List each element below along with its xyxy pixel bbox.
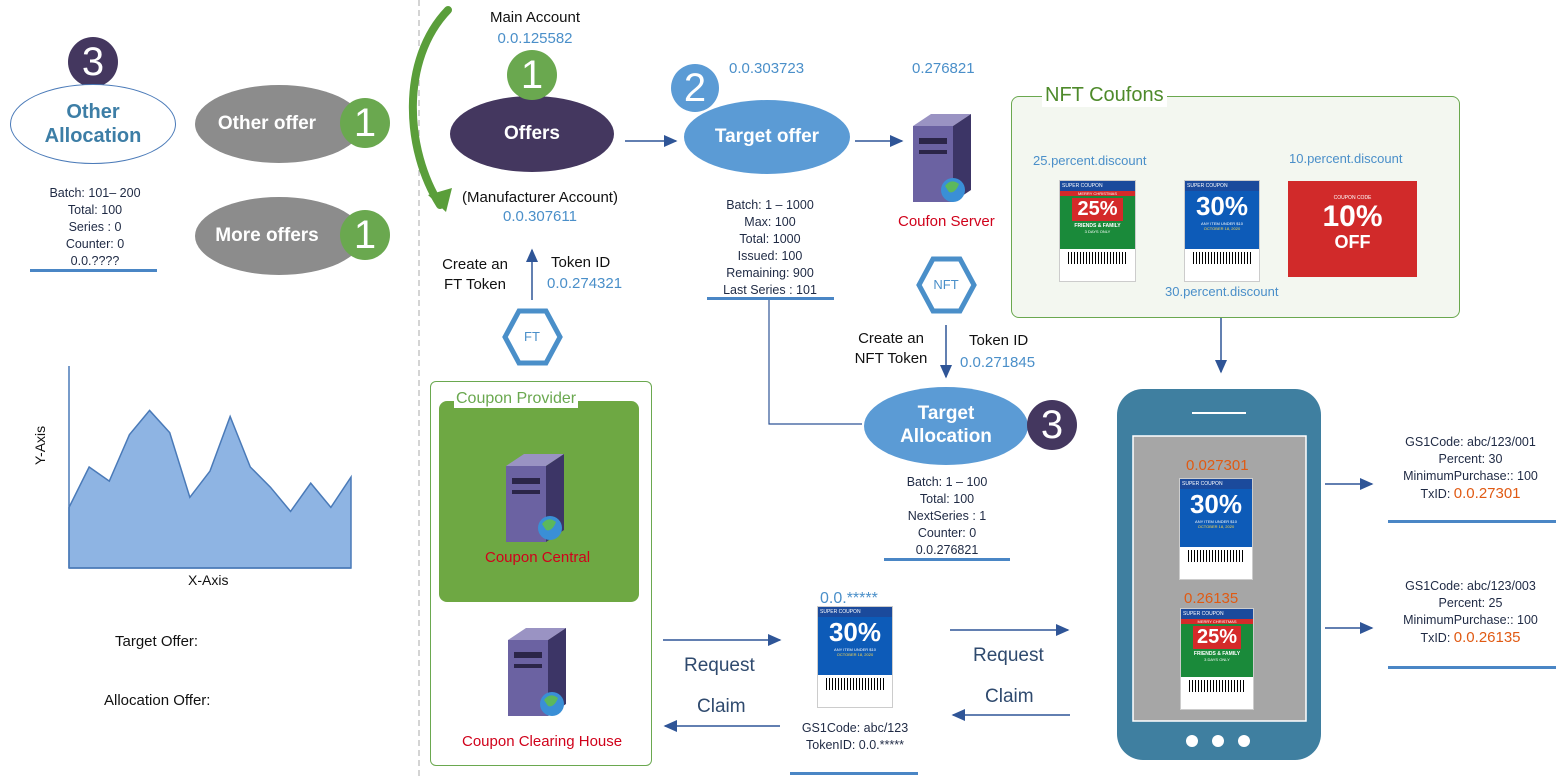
chart-x-label: X-Axis (188, 572, 229, 588)
coupon-provider-panel (430, 381, 652, 766)
coufon-server-icon (905, 108, 985, 213)
phone-dot (1186, 735, 1198, 747)
coupon-central-label: Coupon Central (485, 549, 591, 566)
center-coupon-id: 0.0.***** (820, 590, 878, 607)
phone-coupon-30[interactable]: SUPER COUPON 30% ANY ITEM UNDER $10 OCTO… (1179, 478, 1253, 580)
underline (30, 269, 157, 272)
request-left-label: Request (684, 655, 755, 676)
phone-dot (1212, 735, 1224, 747)
main-account-id: 0.0.125582 (497, 30, 573, 47)
nft-token-label: Token ID (969, 332, 1029, 349)
target-offer-node[interactable]: Target offer (684, 100, 850, 174)
main-account-label: Main Account (489, 9, 581, 26)
target-allocation-node[interactable]: Target Allocation (864, 387, 1028, 465)
request-right-label: Request (973, 645, 1044, 666)
target-offer-badge: 2 (671, 64, 719, 112)
target-offer-label: Target Offer: (115, 633, 199, 650)
main-account-badge: 1 (507, 50, 557, 100)
label-25-percent: 25.percent.discount (1033, 153, 1147, 168)
other-allocation-node[interactable]: Other Allocation (10, 84, 176, 164)
ft-hex-label: FT (524, 329, 540, 344)
green-curved-arrow (408, 6, 452, 209)
phone-coupon1-id: 0.027301 (1186, 457, 1249, 474)
target-allocation-badge: 3 (1027, 400, 1077, 450)
other-offer-badge: 1 (340, 98, 390, 148)
underline (707, 297, 834, 300)
underline (1388, 666, 1556, 669)
nft-hexagon (916, 256, 977, 314)
coufon-server-id: 0.276821 (912, 60, 975, 77)
claim-right-label: Claim (985, 686, 1034, 707)
coupon-provider-title: Coupon Provider (454, 390, 579, 408)
other-offer-node[interactable]: Other offer (195, 85, 363, 163)
create-nft-label: Create an NFT Token (854, 330, 928, 367)
underline (884, 558, 1010, 561)
ft-token-id: 0.0.274321 (547, 275, 623, 292)
coupon-central-server-icon (498, 448, 578, 553)
phone-coupon2-id: 0.26135 (1184, 590, 1239, 607)
nft-coufons-title: NFT Coufons (1042, 84, 1167, 107)
underline (790, 772, 918, 775)
claim-left-label: Claim (697, 696, 746, 717)
create-ft-label: Create an FT Token (442, 256, 508, 293)
nft-hex-label: NFT (933, 277, 959, 292)
area-chart (68, 366, 352, 569)
underline (1388, 520, 1556, 523)
more-offers-badge: 1 (340, 210, 390, 260)
ft-hexagon (502, 308, 563, 366)
coupon-10[interactable]: COUPON CODE 10% OFF (1288, 181, 1417, 277)
nft-token-id: 0.0.271845 (960, 354, 1036, 371)
clearing-house-server-icon (500, 622, 580, 727)
manufacturer-id: 0.0.307611 (503, 208, 577, 225)
coupon-30[interactable]: SUPER COUPON 30% ANY ITEM UNDER $10 OCTO… (1184, 180, 1260, 282)
chart-y-label: Y-Axis (32, 425, 48, 465)
phone-dot (1238, 735, 1250, 747)
coufon-server-label: Coufon Server (898, 213, 995, 230)
coupon-25[interactable]: SUPER COUPON MERRY CHRISTMAS 25% FRIENDS… (1059, 180, 1136, 282)
target-offer-id: 0.0.303723 (729, 60, 805, 77)
label-30-percent: 30.percent.discount (1165, 284, 1279, 299)
clearing-house-label: Coupon Clearing House (462, 733, 623, 750)
more-offers-node[interactable]: More offers (195, 197, 363, 275)
ft-token-label: Token ID (551, 254, 611, 271)
chart-area-series (68, 409, 352, 569)
allocation-offer-label: Allocation Offer: (104, 692, 211, 709)
connector-line (768, 300, 862, 425)
manufacturer-label: (Manufacturer Account) (462, 189, 618, 206)
phone-coupon-25[interactable]: SUPER COUPON MERRY CHRISTMAS 25% FRIENDS… (1180, 608, 1254, 710)
offers-node[interactable]: Offers (450, 96, 614, 172)
center-coupon-30[interactable]: SUPER COUPON 30% ANY ITEM UNDER $10 OCTO… (817, 606, 893, 708)
label-10-percent: 10.percent.discount (1289, 151, 1403, 166)
other-allocation-badge: 3 (68, 37, 118, 87)
